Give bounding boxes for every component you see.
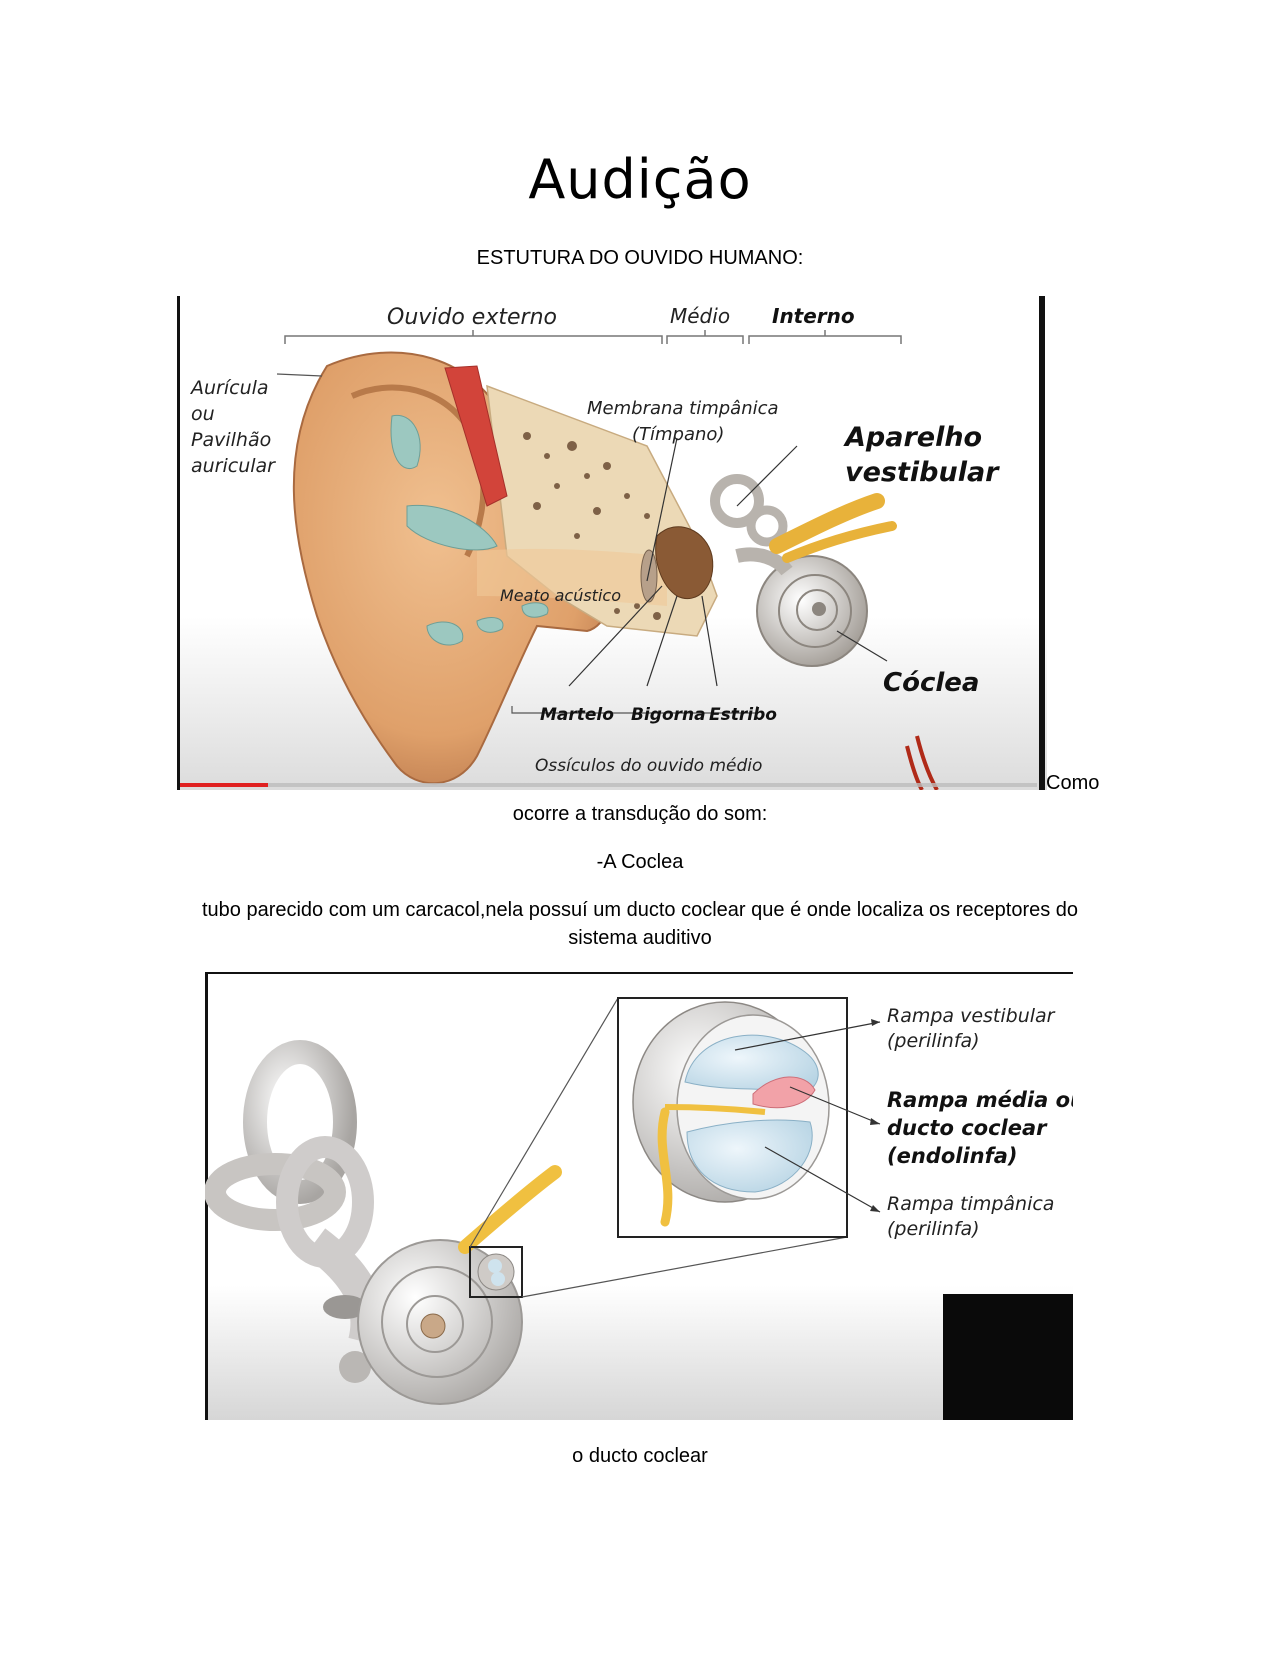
- page-title: Audição: [528, 148, 752, 211]
- paragraph-coclea: -A Coclea: [596, 851, 684, 873]
- section-heading: ESTUTURA DO OUVIDO HUMANO:: [476, 247, 804, 269]
- label-estribo: Estribo: [709, 705, 777, 725]
- label-timpano: (Tímpano): [632, 424, 724, 445]
- label-meato-acustico: Meato acústico: [500, 586, 621, 605]
- inline-text-como: Como: [1046, 772, 1100, 794]
- label-aparelho: Aparelho: [843, 422, 982, 453]
- label-perilinfa-vestibular: (perilinfa): [887, 1030, 980, 1052]
- label-endolinfa: (endolinfa): [887, 1144, 1018, 1168]
- video-progress-track[interactable]: [180, 783, 1037, 787]
- video-overlay-block: [943, 1294, 1073, 1420]
- label-interno: Interno: [772, 304, 855, 328]
- label-ou: ou: [191, 403, 215, 425]
- label-rampa-media: Rampa média ou: [887, 1088, 1073, 1112]
- ear-structure-figure: Ouvido externo Médio Interno Aurícula ou…: [177, 296, 1047, 790]
- paragraph-footer: o ducto coclear: [572, 1445, 708, 1467]
- label-membrana-timpanica: Membrana timpânica: [587, 398, 779, 419]
- label-ducto-coclear: ducto coclear: [887, 1116, 1048, 1140]
- label-rampa-timpanica: Rampa timpânica: [887, 1193, 1054, 1215]
- cochlea-illustration: Rampa vestibular (perilinfa) Rampa média…: [205, 972, 1073, 1420]
- label-auricula: Aurícula: [189, 377, 269, 399]
- label-bigorna: Bigorna: [631, 705, 706, 725]
- label-coclea: Cóclea: [883, 668, 979, 698]
- paragraph-description: tubo parecido com um carcacol,nela possu…: [201, 899, 1079, 949]
- label-ossiculos: Ossículos do ouvido médio: [535, 756, 762, 776]
- label-auricular: auricular: [191, 455, 276, 477]
- video-progress-fill: [180, 783, 268, 787]
- paragraph-transducao: ocorre a transdução do som:: [512, 803, 768, 825]
- ear-structure-illustration: Ouvido externo Médio Interno Aurícula ou…: [177, 296, 1047, 790]
- label-medio: Médio: [670, 304, 730, 328]
- label-martelo: Martelo: [540, 705, 614, 725]
- label-pavilhao: Pavilhão: [191, 429, 271, 451]
- label-ouvido-externo: Ouvido externo: [387, 305, 557, 330]
- label-perilinfa-timpanica: (perilinfa): [887, 1218, 980, 1240]
- label-rampa-vestibular: Rampa vestibular: [887, 1005, 1056, 1027]
- label-vestibular: vestibular: [845, 457, 1000, 488]
- cochlea-figure: Rampa vestibular (perilinfa) Rampa média…: [205, 972, 1073, 1420]
